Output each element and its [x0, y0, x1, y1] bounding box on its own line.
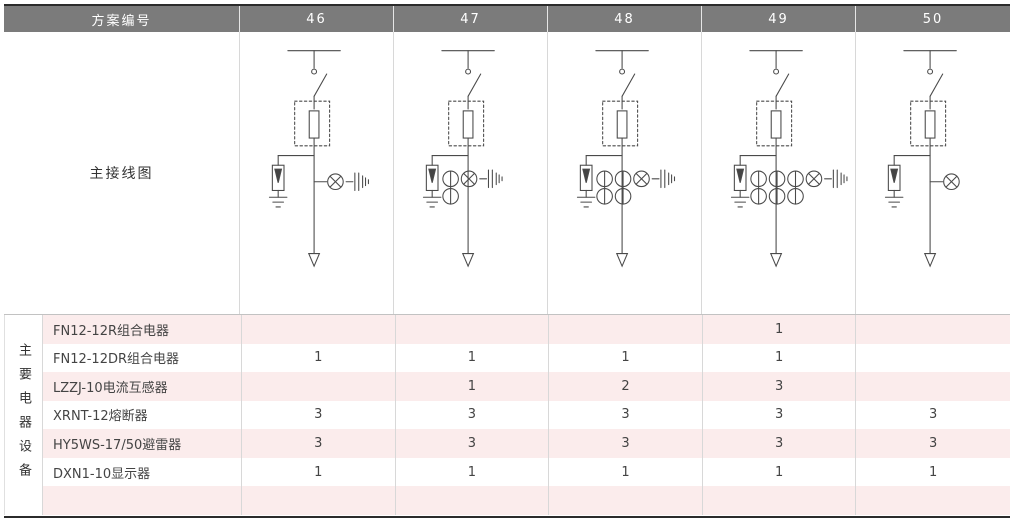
equipment-qty: 3 [396, 400, 550, 430]
equipment-name: XRNT-12熔断器 [43, 400, 242, 430]
equipment-qty [396, 315, 550, 344]
equipment-qty: 3 [242, 400, 396, 430]
equipment-name: DXN1-10显示器 [43, 457, 242, 487]
equipment-qty: 1 [242, 457, 396, 487]
wiring-diagram-47 [394, 32, 548, 314]
equipment-qty: 1 [703, 315, 857, 344]
equipment-qty [856, 372, 1010, 401]
equipment-qty: 3 [703, 400, 857, 430]
equipment-qty: 1 [242, 343, 396, 373]
header-scheme-49: 49 [702, 6, 856, 32]
equipment-qty [242, 315, 396, 344]
equipment-qty: 3 [549, 429, 703, 458]
equipment-qty: 2 [549, 372, 703, 401]
equipment-qty: 3 [703, 429, 857, 458]
equipment-qty [242, 372, 396, 401]
equipment-qty: 3 [549, 400, 703, 430]
equipment-qty: 1 [396, 343, 550, 373]
equipment-name: FN12-12DR组合电器 [43, 343, 242, 373]
equipment-category-text: 主要电器设备 [16, 343, 31, 487]
equipment-row: FN12-12R组合电器 1 [43, 315, 1010, 344]
single-line-diagram [576, 50, 675, 268]
equipment-qty [549, 315, 703, 344]
single-line-diagram [884, 50, 960, 268]
header-scheme-47: 47 [394, 6, 548, 32]
equipment-qty: 1 [703, 457, 857, 487]
equipment-qty: 3 [242, 429, 396, 458]
scheme-selection-table: 方案编号 46 47 48 49 50 主接线图 主要电器设备 FN12-12R… [4, 4, 1010, 518]
equipment-qty: 3 [929, 407, 938, 423]
equipment-qty [549, 486, 703, 515]
equipment-qty [242, 486, 396, 515]
equipment-qty: 1 [396, 457, 550, 487]
header-scheme-50: 50 [856, 6, 1010, 32]
wiring-diagram-49 [702, 32, 856, 314]
equipment-qty [396, 486, 550, 515]
wiring-diagram-46 [240, 32, 394, 314]
equipment-name: HY5WS-17/50避雷器 [43, 429, 242, 458]
table-header: 方案编号 46 47 48 49 50 [4, 6, 1010, 32]
header-scheme-label: 方案编号 [4, 6, 240, 32]
equipment-name: FN12-12R组合电器 [43, 315, 242, 344]
single-line-diagram [730, 50, 847, 268]
equipment-qty [856, 486, 1010, 515]
equipment-qty [703, 486, 857, 515]
equipment-qty: 1 [703, 343, 857, 373]
equipment-qty: 1 [929, 464, 938, 480]
equipment-qty [856, 315, 1010, 344]
equipment-qty: 1 [396, 372, 550, 401]
equipment-qty: 3 [929, 436, 938, 452]
equipment-name [43, 486, 242, 515]
single-line-diagram [422, 50, 503, 268]
header-scheme-46: 46 [240, 6, 394, 32]
equipment-qty: 3 [396, 429, 550, 458]
single-line-diagram [268, 50, 369, 268]
equipment-name: LZZJ-10电流互感器 [43, 372, 242, 401]
equipment-category-label: 主要电器设备 [5, 315, 43, 515]
equipment-qty: 1 [549, 457, 703, 487]
main-wiring-row: 主接线图 [4, 32, 1010, 315]
wiring-diagram-50 [856, 32, 1010, 314]
header-scheme-48: 48 [548, 6, 702, 32]
equipment-qty: 1 [549, 343, 703, 373]
wiring-row-label: 主接线图 [4, 32, 240, 314]
equipment-row [43, 486, 1010, 515]
equipment-qty [856, 344, 1010, 373]
equipment-qty: 3 [703, 372, 857, 401]
wiring-diagram-48 [548, 32, 702, 314]
